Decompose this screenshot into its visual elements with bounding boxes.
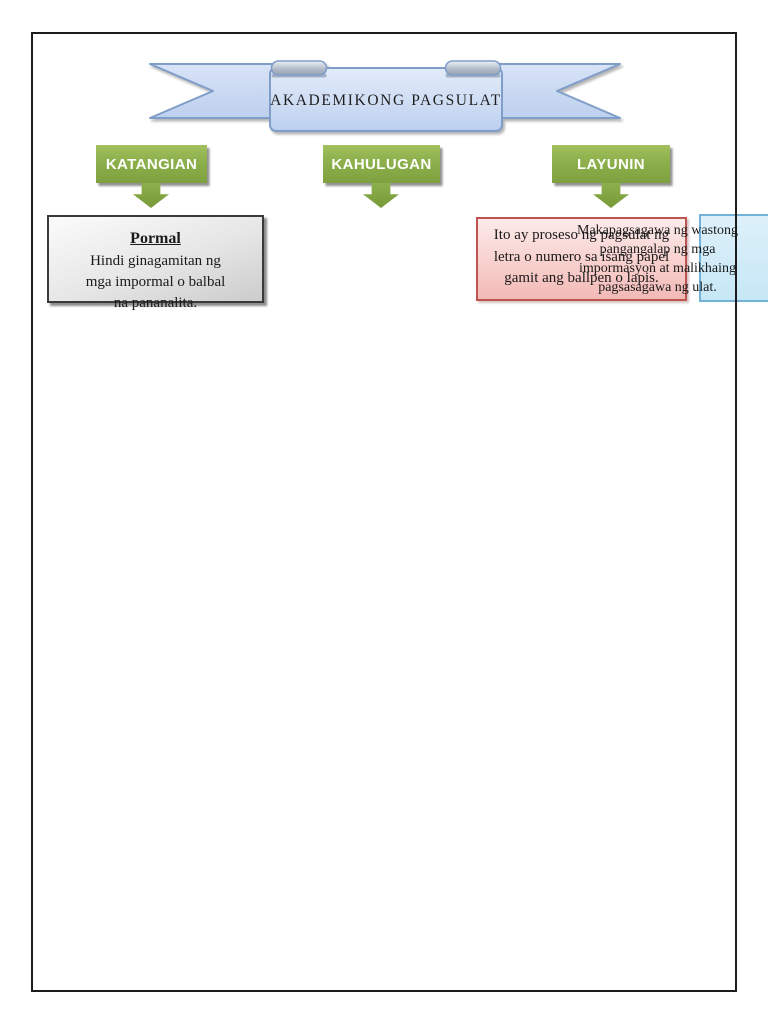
layunin-line: impormasyon at malikhaing [578,261,737,276]
kahulugan-content-box [476,217,687,301]
layunin-content-box [699,214,768,302]
branch-label-layunin: LAYUNIN [576,155,646,173]
branch-box-katangian: KATANGIAN [96,145,207,183]
banner-title: AKADEMIKONG PAGSULAT [270,92,502,109]
layunin-text: Makapagsagawa ng wastong pangangalap ng … [570,221,745,297]
katangian-line: na pananalita. [113,295,198,311]
kahulugan-line: gamit ang ballpen o lapis. [504,270,659,286]
branch-box-layunin: LAYUNIN [552,145,670,183]
kahulugan-line: letra o numero sa isang papel [493,248,670,265]
katangian-content-box: Pormal Hindi ginagamitan ng mga impormal… [47,215,264,311]
banner-left-curl [270,60,328,76]
banner-ribbon: AKADEMIKONG PAGSULAT [149,60,621,132]
down-arrow-icon [593,183,629,208]
kahulugan-text: Ito ay proseso ng pagsulat ng letra o nu… [476,225,687,290]
layunin-line: pangangalap ng mga [599,242,716,257]
layunin-line: pagsasagawa ng ulat. [598,280,717,295]
down-arrow-icon [133,183,169,208]
down-arrow-icon [363,183,399,208]
branch-box-kahulugan: KAHULUGAN [323,145,440,183]
katangian-line: mga impormal o balbal [85,274,226,290]
branch-label-kahulugan: KAHULUGAN [331,155,432,173]
katangian-line: Hindi ginagamitan ng [90,253,221,269]
banner-scroll-body [269,67,503,132]
branch-label-katangian: KATANGIAN [105,155,198,173]
katangian-heading: Pormal [130,230,181,247]
kahulugan-line: Ito ay proseso ng pagsulat ng [493,227,670,243]
banner-right-curl [444,60,502,76]
layunin-line: Makapagsagawa ng wastong [577,223,738,238]
